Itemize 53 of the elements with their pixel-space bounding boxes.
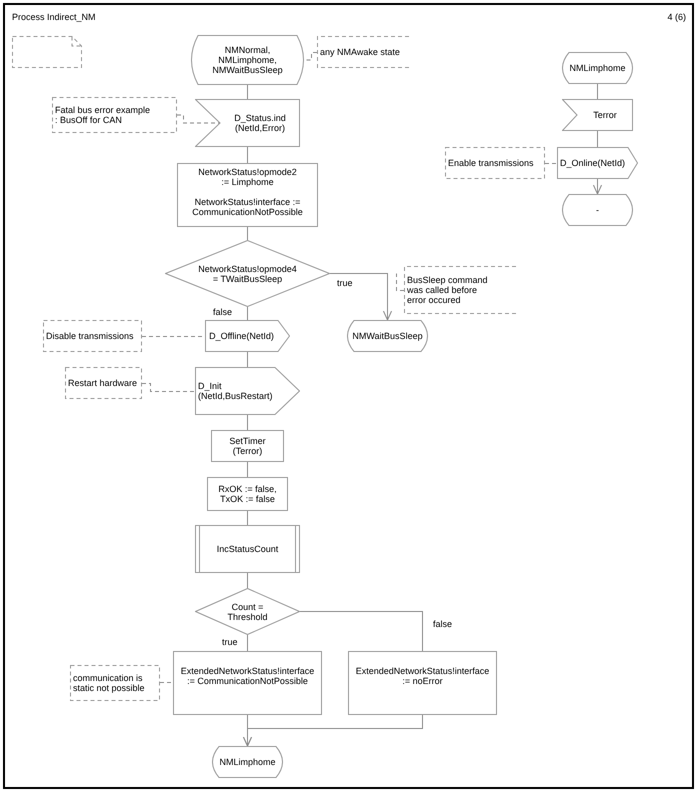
comment-text: Restart hardware <box>68 378 138 388</box>
flow-line <box>247 414 248 430</box>
edge-label: true <box>337 278 353 289</box>
node-label: RxOK := false, TxOK := false <box>218 484 278 504</box>
node-label: NMNormal, NMLimphome, NMWaitBusSleep <box>212 45 284 75</box>
arrow <box>330 273 392 320</box>
flow-line <box>597 84 598 100</box>
comment-text: Disable transmissions <box>46 331 134 341</box>
node-label: D_Offline(NetId) <box>209 331 274 341</box>
page-number: 4 (6) <box>667 12 686 23</box>
edge-label: true <box>222 637 238 648</box>
node-label: D_Online(NetId) <box>560 158 626 168</box>
comment-text: any NMAwake state <box>320 47 400 57</box>
node-label: NetworkStatus!interface := CommunicationNotPossible <box>191 197 304 217</box>
comment-text: communication is static not possible <box>73 673 146 693</box>
flow-line <box>247 572 248 588</box>
node-label: - <box>596 205 599 215</box>
node-label: D_Status.ind (NetId,Error) <box>233 113 287 133</box>
edge-label: false <box>433 619 452 630</box>
node-label: SetTimer (Terror) <box>228 436 267 456</box>
flow-line <box>300 611 423 652</box>
flow-line <box>247 226 248 240</box>
comment-text: Fatal bus error example : BusOff for CAN <box>55 105 152 125</box>
node-label: Count = Threshold <box>226 602 269 622</box>
comment-text: Enable transmissions <box>448 158 534 168</box>
node-label: ExtendedNetworkStatus!interface := noError <box>354 666 490 686</box>
node-label: IncStatusCount <box>216 544 278 554</box>
flow-line <box>247 462 248 478</box>
leader-line <box>160 682 174 683</box>
leader-line <box>544 163 558 164</box>
flow-line <box>597 130 598 148</box>
flow-line <box>247 634 248 652</box>
flow-line <box>247 146 248 164</box>
leader-line <box>304 52 318 60</box>
comment-text: BusSleep command was called before error occured <box>407 275 489 305</box>
node-label: NMWaitBusSleep <box>352 331 423 341</box>
edge-label: false <box>213 307 232 318</box>
arrow <box>592 178 602 194</box>
flow-line <box>247 306 248 320</box>
leader-line <box>142 383 196 392</box>
node-label: D_Init (NetId,BusRestart) <box>198 381 274 401</box>
node-label: NMLimphome <box>219 757 276 767</box>
node-label: ExtendedNetworkStatus!interface := CommunicationNotPossible <box>180 666 316 686</box>
node-label: NMLimphome <box>569 63 626 73</box>
diagram-title: Process Indirect_NM <box>12 12 96 23</box>
flow-line <box>247 352 248 368</box>
node-label: NetworkStatus!opmode2 := Limphome <box>197 167 298 187</box>
node-label: Terror <box>593 110 617 120</box>
flow-line <box>247 510 248 526</box>
node-label: NetworkStatus!opmode4 = TWaitBusSleep <box>197 264 298 284</box>
arrow <box>242 714 423 746</box>
leader-line <box>396 273 404 291</box>
flow-line <box>247 84 248 100</box>
